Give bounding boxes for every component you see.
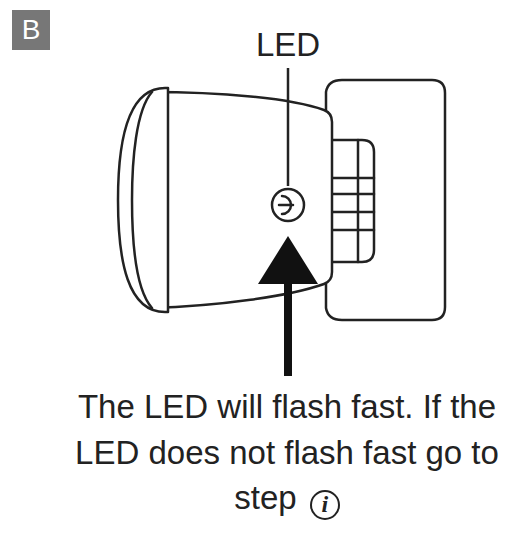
led-symbol <box>279 204 293 207</box>
leader-line <box>287 68 290 186</box>
step-letter: B <box>22 15 41 46</box>
led-icon <box>272 189 304 221</box>
led-label: LED <box>256 26 320 63</box>
cap-face-edge <box>132 92 152 308</box>
instruction-caption: The LED will flash fast. If the LED does… <box>75 388 499 516</box>
collar-seam <box>357 140 360 262</box>
led-label-block: LED <box>256 22 320 68</box>
pointer-arrow <box>258 236 318 376</box>
collar-groove <box>330 177 374 180</box>
instruction-caption-block: The LED will flash fast. If the LED does… <box>67 384 507 521</box>
collar-groove <box>330 211 374 214</box>
step-badge: B <box>12 10 50 50</box>
front-cap <box>118 88 168 312</box>
spacer <box>297 479 306 516</box>
info-step-symbol: i <box>310 490 340 520</box>
collar-groove <box>330 193 374 196</box>
collar-groove <box>330 229 374 232</box>
